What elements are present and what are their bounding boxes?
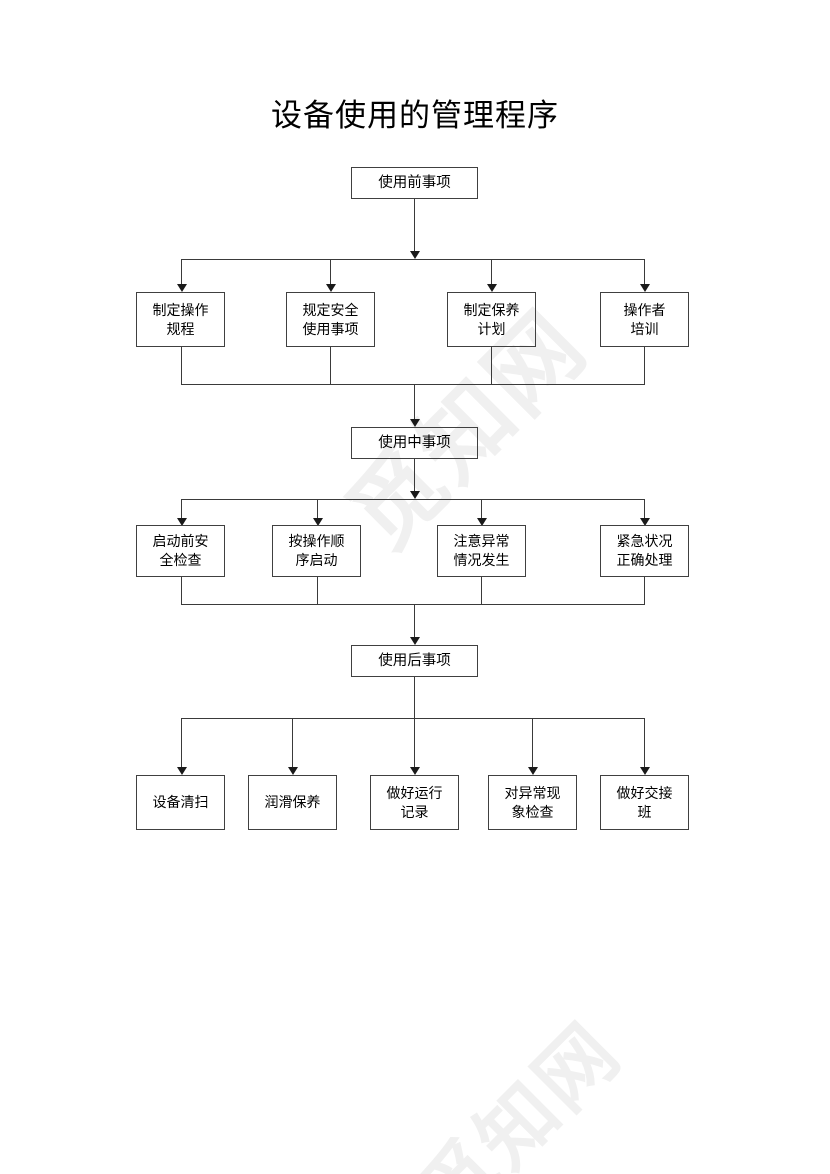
node-hub-during-use: 使用中事项 bbox=[351, 427, 478, 459]
node-r2c3: 注意异常 情况发生 bbox=[437, 525, 526, 577]
connector-merge-2-3 bbox=[481, 577, 483, 605]
node-r2c4: 紧急状况 正确处理 bbox=[600, 525, 689, 577]
connector-split-2-2 bbox=[317, 499, 319, 520]
node-r3c5: 做好交接 班 bbox=[600, 775, 689, 830]
connector-merge-1-down bbox=[414, 384, 416, 419]
node-r3c1: 设备清扫 bbox=[136, 775, 225, 830]
connector-split-bus-2 bbox=[181, 499, 645, 501]
connector-merge-2-4 bbox=[644, 577, 646, 605]
connector-split-1-1 bbox=[181, 259, 183, 286]
connector-split-1-3 bbox=[491, 259, 493, 286]
connector-split-bus-1 bbox=[181, 259, 645, 261]
node-r1c3: 制定保养 计划 bbox=[447, 292, 536, 347]
connector-merge-1-1 bbox=[181, 347, 183, 385]
arrowhead-split-3-3 bbox=[409, 767, 420, 775]
connector-merge-2-1 bbox=[181, 577, 183, 605]
connector-hub2-down bbox=[414, 459, 416, 491]
arrowhead-split-2-2 bbox=[312, 518, 323, 526]
connector-split-2-3 bbox=[481, 499, 483, 520]
node-r1c2: 规定安全 使用事项 bbox=[286, 292, 375, 347]
connector-split-2-1 bbox=[181, 499, 183, 520]
connector-merge-2-2 bbox=[317, 577, 319, 605]
connector-hub3-down bbox=[414, 677, 416, 719]
watermark: 觅知网 bbox=[401, 1006, 638, 1174]
node-r2c1: 启动前安 全检查 bbox=[136, 525, 225, 577]
arrowhead-split-3-2 bbox=[287, 767, 298, 775]
connector-split-2-4 bbox=[644, 499, 646, 520]
arrowhead-hub2-down bbox=[409, 491, 420, 499]
arrowhead-split-2-4 bbox=[639, 518, 650, 526]
node-hub-before-use: 使用前事项 bbox=[351, 167, 478, 199]
connector-split-3-1 bbox=[181, 718, 183, 769]
arrowhead-hub1-down bbox=[409, 251, 420, 259]
arrowhead-merge-1-down bbox=[409, 419, 420, 427]
arrowhead-split-1-1 bbox=[176, 284, 187, 292]
arrowhead-merge-2-down bbox=[409, 637, 420, 645]
node-hub-after-use: 使用后事项 bbox=[351, 645, 478, 677]
arrowhead-split-3-4 bbox=[527, 767, 538, 775]
connector-split-3-5 bbox=[644, 718, 646, 769]
connector-merge-bus-1 bbox=[181, 384, 645, 386]
connector-split-3-4 bbox=[532, 718, 534, 769]
arrowhead-split-3-5 bbox=[639, 767, 650, 775]
connector-split-1-2 bbox=[330, 259, 332, 286]
connector-merge-2-down bbox=[414, 604, 416, 637]
connector-split-3-2 bbox=[292, 718, 294, 769]
arrowhead-split-3-1 bbox=[176, 767, 187, 775]
node-r1c4: 操作者 培训 bbox=[600, 292, 689, 347]
connector-merge-1-4 bbox=[644, 347, 646, 385]
connector-merge-1-2 bbox=[330, 347, 332, 385]
page-title: 设备使用的管理程序 bbox=[271, 98, 559, 133]
arrowhead-split-1-3 bbox=[486, 284, 497, 292]
connector-split-bus-3 bbox=[181, 718, 645, 720]
node-r3c3: 做好运行 记录 bbox=[370, 775, 459, 830]
connector-split-1-4 bbox=[644, 259, 646, 286]
connector-merge-1-3 bbox=[491, 347, 493, 385]
arrowhead-split-2-1 bbox=[176, 518, 187, 526]
node-r1c1: 制定操作 规程 bbox=[136, 292, 225, 347]
connector-split-3-3 bbox=[414, 718, 416, 769]
arrowhead-split-1-2 bbox=[325, 284, 336, 292]
connector-hub1-down bbox=[414, 199, 416, 251]
node-r3c4: 对异常现 象检查 bbox=[488, 775, 577, 830]
arrowhead-split-1-4 bbox=[639, 284, 650, 292]
connector-merge-bus-2 bbox=[181, 604, 645, 606]
node-r2c2: 按操作顺 序启动 bbox=[272, 525, 361, 577]
node-r3c2: 润滑保养 bbox=[248, 775, 337, 830]
arrowhead-split-2-3 bbox=[476, 518, 487, 526]
